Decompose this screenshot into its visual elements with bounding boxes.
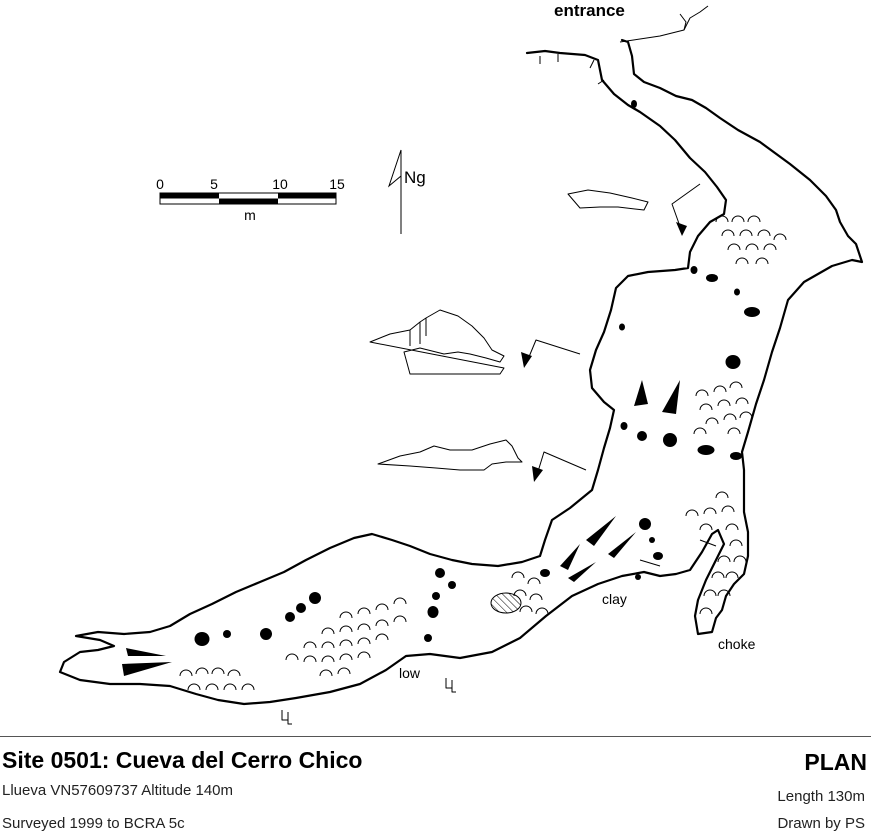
boulder xyxy=(663,433,677,447)
length-line: Length 130m xyxy=(777,788,865,805)
slope-arrow xyxy=(662,380,680,414)
boulder xyxy=(649,537,655,543)
boulder xyxy=(296,603,306,613)
slope-arrow xyxy=(608,532,636,558)
survey-footer: Site 0501: Cueva del Cerro Chico PLAN Ll… xyxy=(0,736,871,834)
view-label: PLAN xyxy=(804,749,867,775)
north-arrow: Ng xyxy=(387,149,426,234)
survey-grade-line: Surveyed 1999 to BCRA 5c xyxy=(2,815,185,832)
scale-tick-15: 15 xyxy=(329,176,345,192)
scale-bar: 0 5 10 15 m xyxy=(156,176,345,223)
slope-arrow xyxy=(568,562,596,582)
boulder xyxy=(730,452,742,460)
scale-bar-segment-1 xyxy=(160,193,219,199)
boulder xyxy=(690,266,698,274)
entrance-step xyxy=(679,13,687,31)
cross-section-3-outline xyxy=(377,439,523,471)
boulder xyxy=(448,581,456,589)
boulder xyxy=(194,632,210,646)
north-label: Ng xyxy=(404,168,426,187)
cross-section-2-marker xyxy=(525,339,581,365)
slope-arrow xyxy=(122,662,172,676)
entrance-label: entrance xyxy=(554,1,625,20)
drawn-by-line: Drawn by PS xyxy=(777,815,865,832)
boulder xyxy=(744,307,760,317)
slope-arrow xyxy=(586,516,616,546)
cross-section-2-detail xyxy=(409,318,427,346)
clay-label: clay xyxy=(602,591,627,607)
scale-tick-10: 10 xyxy=(272,176,288,192)
boulders xyxy=(194,100,760,646)
cross-section-2-arrow xyxy=(521,352,532,368)
boulder xyxy=(697,445,715,455)
boulder xyxy=(639,518,651,530)
slope-arrow xyxy=(560,544,580,570)
choke-wall-detail xyxy=(639,539,717,567)
low-passage-symbol xyxy=(445,678,456,693)
boulder xyxy=(635,574,641,580)
cross-section-3-marker xyxy=(535,451,587,479)
cross-section-1-outline xyxy=(567,189,649,211)
choke-label: choke xyxy=(718,636,756,652)
boulder xyxy=(725,355,741,369)
cross-section-2-outline xyxy=(369,309,505,375)
location-line: Llueva VN57609737 Altitude 140m xyxy=(2,782,234,799)
boulder xyxy=(734,288,740,296)
low-label: low xyxy=(399,665,421,681)
left-wall xyxy=(58,38,864,706)
cross-section-3-arrow xyxy=(532,466,543,482)
low-passage-symbol xyxy=(281,710,292,725)
slope-arrows xyxy=(122,380,680,676)
cave-walls xyxy=(58,5,864,706)
boulder xyxy=(260,628,272,640)
boulder xyxy=(427,606,439,618)
boulder xyxy=(435,568,445,578)
boulder xyxy=(653,552,663,560)
north-arrow-head xyxy=(387,149,402,188)
boulder xyxy=(619,323,625,331)
slope-arrow xyxy=(126,648,166,656)
cross-section-1 xyxy=(567,183,701,236)
cross-section-2 xyxy=(369,309,581,375)
boulder xyxy=(285,612,295,622)
boulder xyxy=(424,634,432,642)
cross-section-1-arrow xyxy=(676,222,687,236)
boulder xyxy=(631,100,637,108)
scale-tick-5: 5 xyxy=(210,176,218,192)
boulder xyxy=(540,569,550,577)
scale-unit: m xyxy=(244,207,256,223)
site-title: Site 0501: Cueva del Cerro Chico xyxy=(2,747,363,773)
boulder xyxy=(432,592,440,600)
cross-section-1-marker xyxy=(671,183,701,233)
scale-bar-segment-3 xyxy=(278,193,336,199)
cave-survey-plan: entrance 0 5 10 15 m Ng xyxy=(58,1,864,725)
cross-section-3 xyxy=(377,439,587,482)
entrance-ledge xyxy=(539,54,605,85)
slope-arrow xyxy=(634,380,648,406)
boulder xyxy=(309,592,321,604)
low-passage-symbols xyxy=(281,678,456,725)
boulder xyxy=(706,274,718,282)
boulder xyxy=(223,630,231,638)
scale-tick-0: 0 xyxy=(156,176,164,192)
boulder xyxy=(637,431,647,441)
entrance-right-wall xyxy=(619,5,709,43)
boulder xyxy=(620,422,628,430)
hatched-deposit xyxy=(490,592,522,614)
scale-bar-segment-2 xyxy=(219,198,278,204)
floor-deposit-arcs xyxy=(179,215,787,691)
